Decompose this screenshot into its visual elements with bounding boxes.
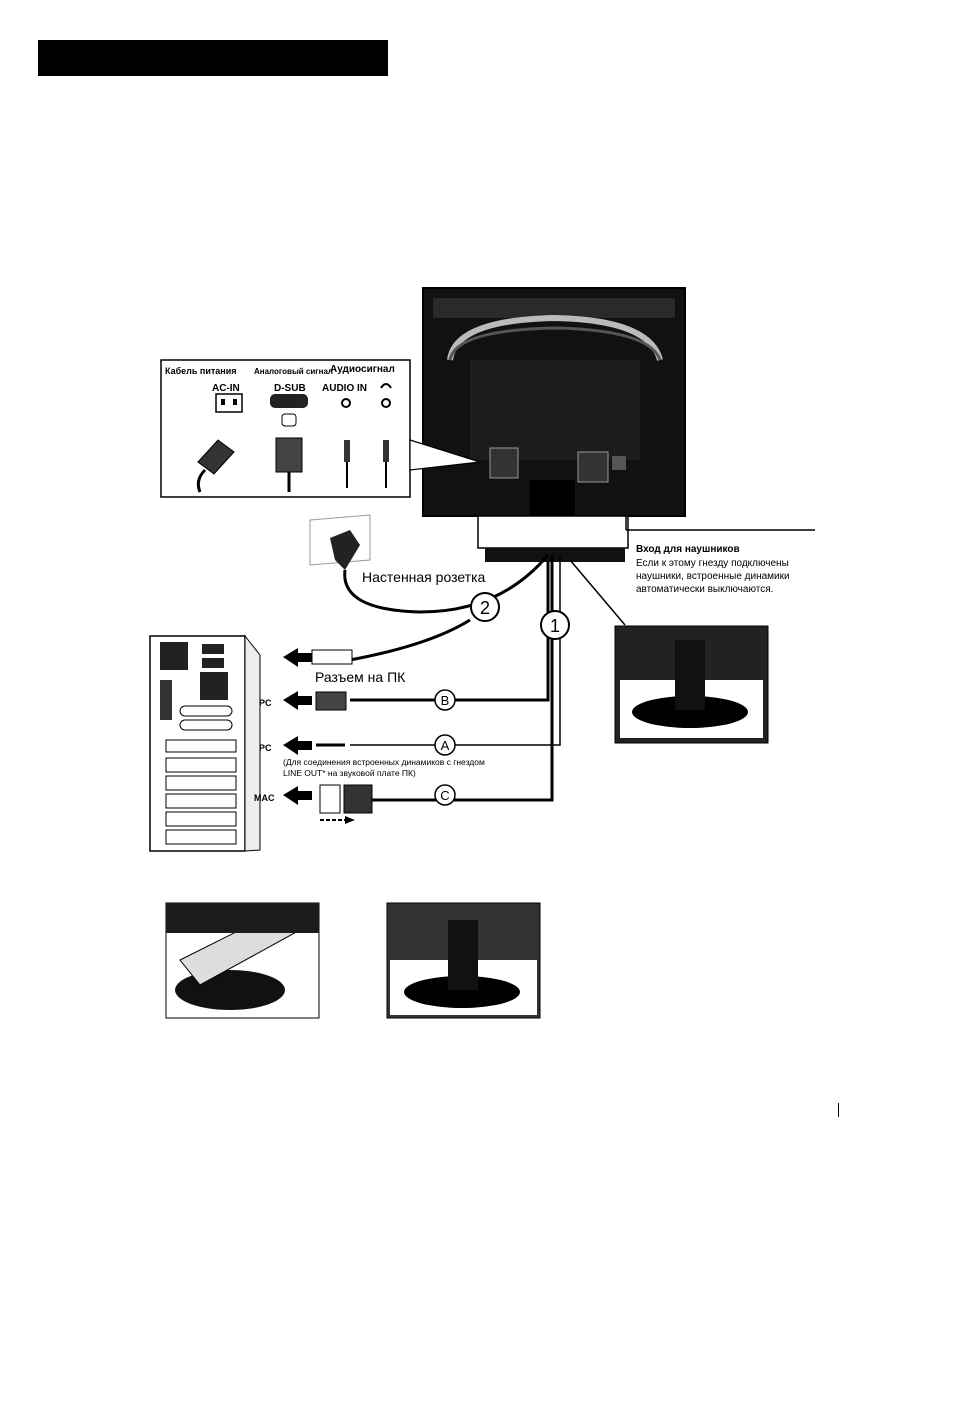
cable-clip-photo-left <box>166 903 319 1018</box>
callout-a: A <box>441 738 450 753</box>
headphone-line3: автоматически выключаются. <box>636 584 773 595</box>
port-mac: MAC <box>254 793 275 803</box>
speaker-note-line2: LINE OUT* на звуковой плате ПК) <box>283 768 416 778</box>
monitor-back <box>423 288 685 562</box>
headphone-line2: наушники, встроенные динамики <box>636 571 790 582</box>
callout-c: C <box>440 788 449 803</box>
speaker-note-line1: (Для соединения встроенных динамиков с г… <box>283 757 485 767</box>
callout-2: 2 <box>480 598 490 618</box>
wall-outlet-label: Настенная розетка <box>362 569 486 585</box>
pc-connector-label: Разъем на ПК <box>315 669 406 685</box>
headphone-line1: Если к этому гнезду подключены <box>636 558 789 569</box>
d-sub-label: D-SUB <box>274 383 306 394</box>
cable-clip-photo-right <box>387 903 540 1018</box>
callout-b: B <box>441 693 450 708</box>
port-pc-1: PC <box>259 698 272 708</box>
power-cable-label: Кабель питания <box>165 366 237 376</box>
ac-in-label: AC-IN <box>212 383 240 394</box>
port-pc-2: PC <box>259 743 272 753</box>
page-mark <box>838 1103 839 1117</box>
headphone-title: Вход для наушников <box>636 544 740 555</box>
pc-tower <box>150 636 260 851</box>
audio-signal-label: Аудиосигнал <box>330 364 395 375</box>
callout-1: 1 <box>550 616 560 636</box>
audio-in-label: AUDIO IN <box>322 383 367 394</box>
analog-signal-label: Аналоговый сигнал <box>254 367 333 376</box>
stand-photo-right <box>615 626 768 743</box>
